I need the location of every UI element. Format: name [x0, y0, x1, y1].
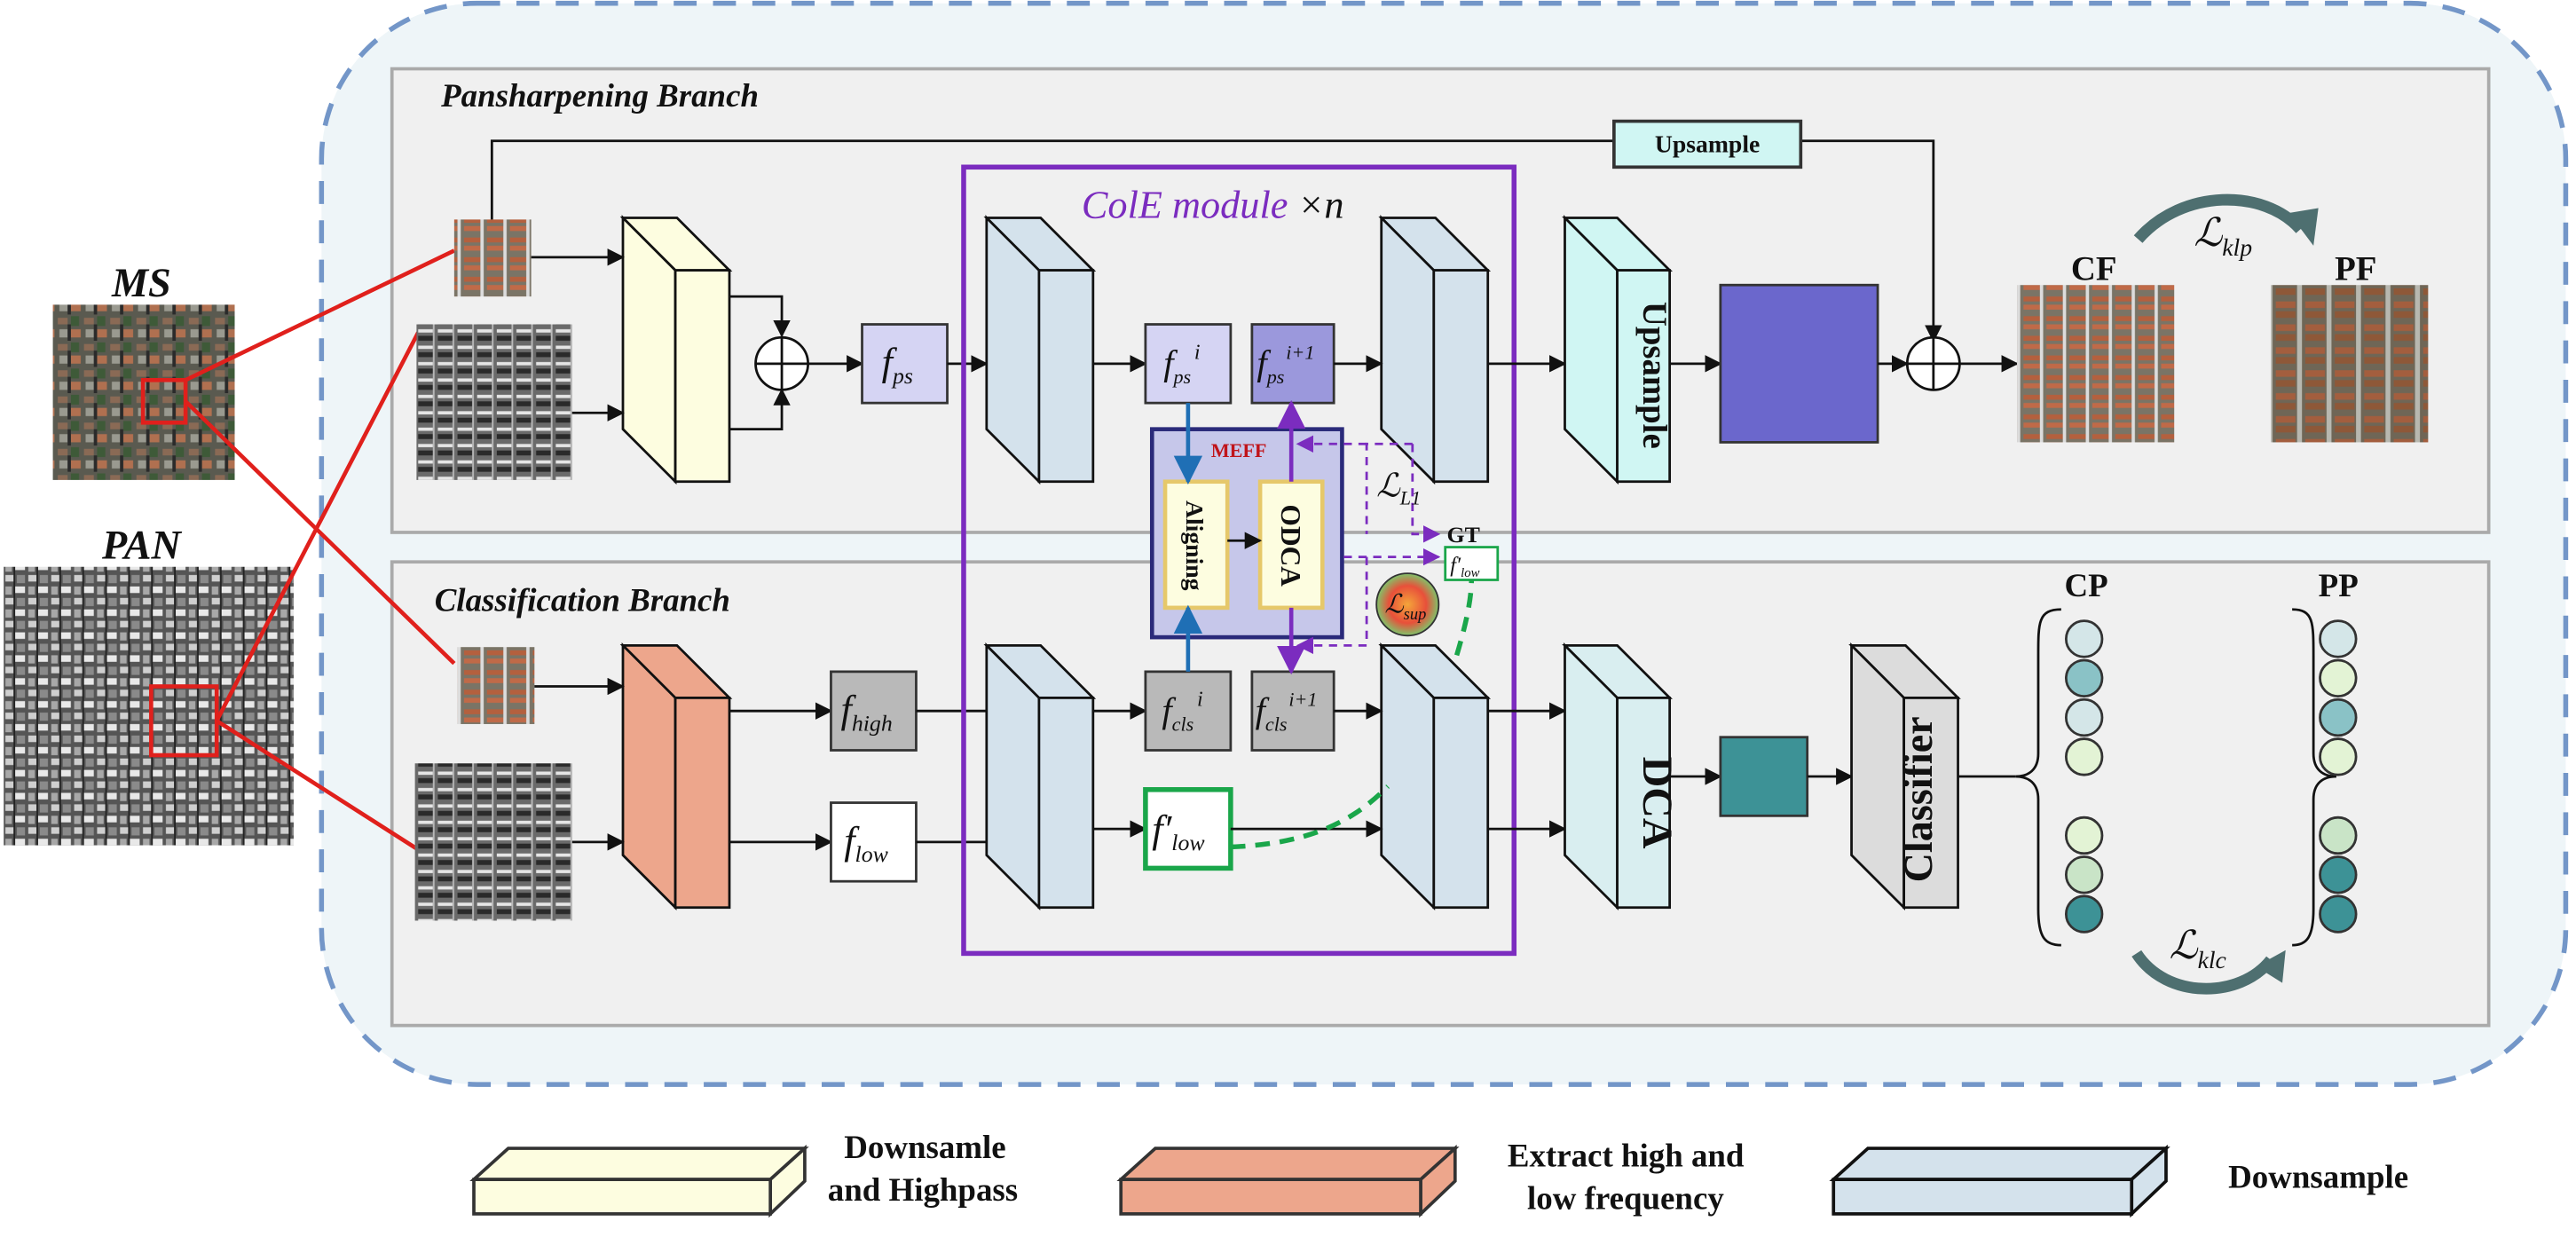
upsample-top-label: Upsample [1655, 130, 1760, 158]
ms-crop-top [453, 219, 532, 297]
gt-flow-label: f′low [1450, 554, 1479, 580]
legend-item1-line2: and Highpass [828, 1171, 1018, 1208]
blue-block-cls-left [983, 642, 1097, 911]
cf-label: CF [2071, 250, 2117, 288]
pan-label: PAN [101, 523, 183, 568]
cp-label: CP [2065, 567, 2108, 603]
pan-crop-bottom [414, 763, 572, 921]
loss-sup-label: ℒsup [1384, 590, 1426, 622]
loss-sup-circle [1375, 572, 1440, 637]
blue-block-ps-left [983, 215, 1097, 485]
pf-image [2271, 285, 2429, 443]
pan-crop-top [416, 324, 572, 480]
yellow-block [619, 215, 733, 485]
aligning-box [1162, 479, 1230, 611]
aligning-label: Aligning [1181, 500, 1209, 591]
blue-block-ps-right [1378, 215, 1492, 485]
legend-salmon-swatch [1116, 1144, 1460, 1218]
green-dashed-curve-left [1230, 784, 1390, 850]
yellow-to-plus-lines [729, 295, 791, 431]
cole-module-title: ColE module×n [1082, 184, 1344, 227]
salmon-block [619, 642, 733, 911]
klc-arrow-head [2256, 950, 2286, 983]
classifier-block [1848, 642, 1961, 911]
legend-item2-line1: Extract high and [1508, 1137, 1745, 1173]
klp-arrow-head [2288, 208, 2319, 246]
upsample-top-box [1612, 119, 1803, 169]
f-ps-i-box [1144, 323, 1233, 405]
f-ps-i1-label: fpsi+1 [1256, 341, 1314, 388]
dca-block [1562, 642, 1673, 911]
teal-feature-square [1719, 736, 1809, 817]
odca-label: ODCA [1275, 505, 1306, 587]
legend-yellow-swatch [469, 1144, 809, 1218]
plus-circle-right [1905, 335, 1961, 391]
cole-module-frame [961, 164, 1517, 957]
odca-box [1257, 479, 1325, 611]
ms-crop-bottom [457, 647, 535, 724]
classification-branch-title: Classification Branch [435, 582, 730, 619]
loss-l1-label: ℒL1 [1376, 467, 1421, 508]
bypass-line [490, 139, 1942, 343]
pp-label: PP [2319, 567, 2359, 603]
legend-item2-line2: low frequency [1527, 1179, 1724, 1216]
f-prime-low-label: f′low [1152, 808, 1205, 855]
legend-blue-swatch [1829, 1144, 2170, 1218]
pf-label: PF [2335, 250, 2376, 288]
loss-klc-label: ℒklc [2170, 924, 2226, 973]
f-ps-box [861, 323, 949, 405]
blue-block-cls-right [1378, 642, 1492, 911]
pp-brace [2292, 608, 2337, 947]
dashed-loss-lines [1296, 435, 1441, 655]
upsample-vertical-label: Upsample [1635, 302, 1674, 449]
f-high-label: fhigh [841, 688, 893, 736]
classifier-label: Classifier [1895, 716, 1941, 882]
pansharpening-branch-title: Pansharpening Branch [440, 77, 759, 114]
pp-circles [2319, 619, 2358, 934]
cp-brace [2015, 608, 2061, 947]
legend-item3: Downsample [2228, 1158, 2408, 1194]
purple-feature-square [1719, 283, 1879, 444]
gt-label: GT [1447, 522, 1480, 548]
f-low-box [830, 801, 918, 883]
cp-circles [2064, 619, 2104, 934]
gt-flow-box [1444, 546, 1500, 581]
plus-circle-left [754, 335, 809, 391]
legend-item1-line1: Downsamle [844, 1129, 1005, 1165]
dca-label: DCA [1634, 757, 1681, 849]
meff-label: MEFF [1211, 439, 1267, 461]
pan-image [4, 566, 294, 846]
ms-label: MS [111, 260, 171, 305]
klc-curved-arrow [2131, 950, 2276, 995]
cf-image [2016, 285, 2175, 443]
f-cls-i-box [1144, 670, 1233, 752]
green-dashed-curve-right [1453, 579, 1475, 657]
zoom-lines [184, 248, 456, 851]
klp-curved-arrow [2133, 193, 2305, 243]
loss-klp-label: ℒklp [2194, 211, 2252, 261]
upsample-block [1562, 215, 1673, 485]
